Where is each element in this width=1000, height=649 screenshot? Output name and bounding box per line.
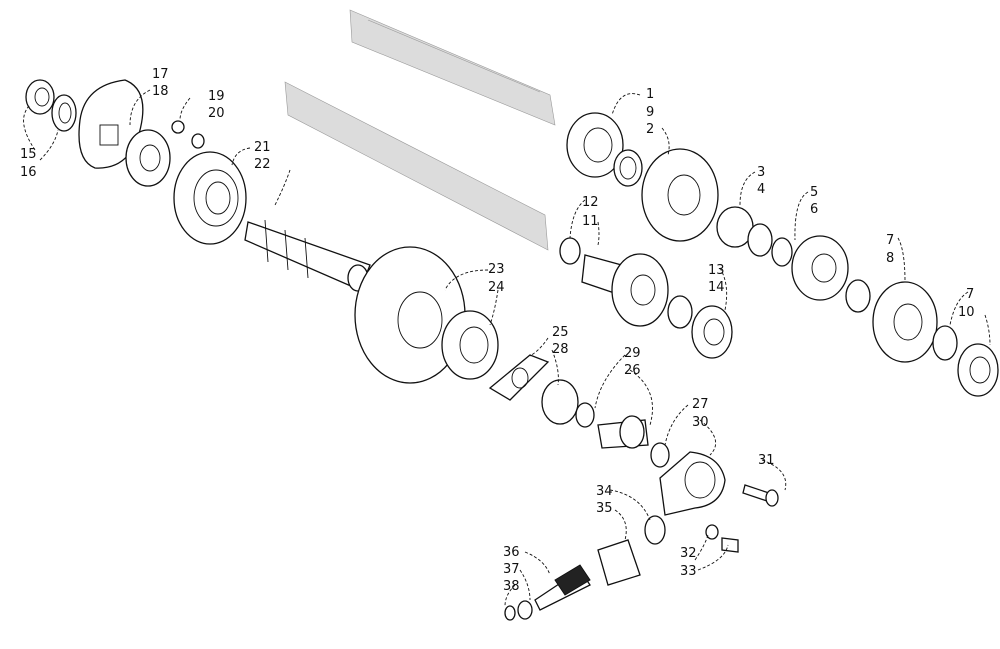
part-nut-15 [25,79,55,115]
part-washer-4 [747,223,773,257]
label-30: 30 [692,415,709,430]
label-2: 2 [646,122,654,137]
label-24: 24 [488,280,505,295]
part-washer-12 [559,237,581,265]
part-washer-20 [191,133,205,149]
label-37: 37 [503,562,520,577]
part-bearing-1 [566,112,624,178]
label-4: 4 [757,182,765,197]
part-ring-5 [771,237,793,267]
part-bearing-24 [441,310,499,380]
part-bushing-28 [541,379,579,425]
label-11: 11 [582,214,599,229]
part-collar-6 [791,235,849,301]
label-31: 31 [758,453,775,468]
part-plate-25 [488,354,550,401]
part-washer-13 [667,295,693,329]
label-36: 36 [503,545,520,560]
label-1: 1 [646,87,654,102]
label-9: 9 [646,105,654,120]
label-29: 29 [624,346,641,361]
label-14: 14 [708,280,725,295]
label-22: 22 [254,157,271,172]
label-34: 34 [596,484,613,499]
label-5: 5 [810,185,818,200]
label-25: 25 [552,325,569,340]
part-washer-16 [51,94,77,132]
part-oring-27 [650,442,670,468]
part-bearing-21 [173,151,247,245]
part-gear-2 [641,148,719,242]
part-oring-29 [575,402,595,428]
label-6: 6 [810,202,818,217]
callout-labels: 1 9 2 3 4 5 6 7 8 7 10 12 11 13 14 15 16… [20,67,975,594]
part-gear-8 [872,281,938,363]
label-8: 8 [886,251,894,266]
part-bearing-10 [957,343,999,397]
label-35: 35 [596,501,613,516]
leader-lines [23,89,991,607]
label-38: 38 [503,579,520,594]
label-3: 3 [757,165,765,180]
part-washer-7-upper [845,279,871,313]
label-17: 17 [152,67,169,82]
label-28: 28 [552,342,569,357]
part-washer-9 [613,149,643,187]
label-26: 26 [624,363,641,378]
part-pin-19 [171,120,185,134]
label-27: 27 [692,397,709,412]
part-bearing-14 [691,305,733,359]
part-sleeve-35 [597,539,641,586]
label-19: 19 [208,89,225,104]
label-32: 32 [680,546,697,561]
label-20: 20 [208,106,225,121]
part-washer-32 [705,524,719,540]
label-12: 12 [582,195,599,210]
label-10: 10 [958,305,975,320]
label-13: 13 [708,263,725,278]
label-33: 33 [680,564,697,579]
part-washer-7-lower [932,325,958,361]
background-shaft-lower [284,81,549,251]
label-18: 18 [152,84,169,99]
part-gear-17 [78,79,144,169]
part-shaft-22 [244,219,371,292]
part-shaft-gear-11 [581,253,669,327]
label-21: 21 [254,140,271,155]
label-7-lower: 7 [966,287,974,302]
part-washer-18 [125,129,171,187]
part-washer-38 [504,605,516,621]
label-7-upper: 7 [886,233,894,248]
part-pinion-36 [534,564,591,611]
part-oring-34 [644,515,666,545]
background-shaft-upper [349,9,556,126]
label-23: 23 [488,262,505,277]
part-washer-37 [517,600,533,620]
part-gear-26 [597,415,649,449]
part-bolt-33 [721,537,739,553]
part-gear-23 [354,246,466,384]
part-housing-30 [659,451,726,516]
part-bolt-31 [742,484,779,507]
label-15: 15 [20,147,37,162]
label-16: 16 [20,165,37,180]
